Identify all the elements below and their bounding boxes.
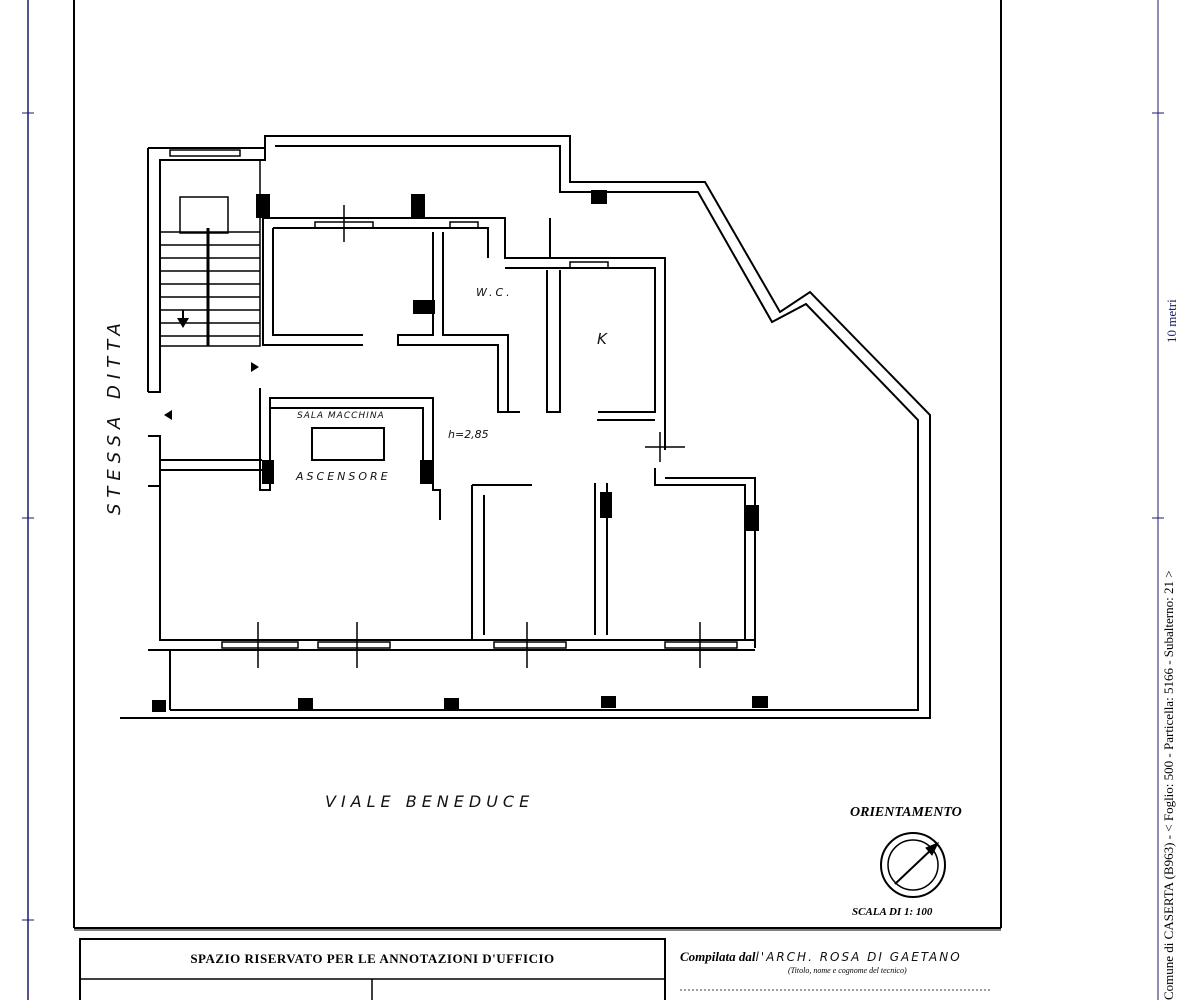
compiled-caption: (Titolo, nome e cognome del tecnico) (788, 966, 907, 975)
office-box (79, 938, 666, 1000)
orientation-title: ORIENTAMENTO (850, 805, 962, 820)
office-box-title: SPAZIO RISERVATO PER LE ANNOTAZIONI D'UF… (190, 951, 555, 966)
interior-walls (148, 217, 756, 710)
ten-meters-note: 10 metri (1164, 299, 1179, 343)
compiled-by: Compilata dall'ARCH. ROSA DI GAETANO (680, 949, 962, 965)
building-outline (120, 135, 931, 719)
sheet-frame (73, 0, 1002, 931)
compass-icon (880, 832, 946, 898)
ascensore-label: ASCENSORE (296, 470, 391, 483)
height-label: h=2,85 (448, 428, 489, 441)
scale-label: SCALA DI 1: 100 (852, 906, 933, 918)
side-label-stessa-ditta: STESSA DITTA (104, 317, 125, 515)
wc-label: W.C. (476, 286, 513, 299)
cadastral-reference: Comune di CASERTA (B963) - < Foglio: 500… (1161, 570, 1176, 1000)
windows[interactable] (169, 149, 738, 668)
structural-pillars (152, 190, 768, 712)
compiled-prefix: Compilata dal (680, 949, 756, 964)
compiled-author: l'ARCH. ROSA DI GAETANO (755, 950, 962, 964)
street-label-viale-beneduce: VIALE BENEDUCE (325, 792, 535, 811)
kitchen-label: K (597, 330, 607, 348)
sala-macchina-label: SALA MACCHINA (297, 411, 385, 421)
staircase (159, 159, 261, 347)
